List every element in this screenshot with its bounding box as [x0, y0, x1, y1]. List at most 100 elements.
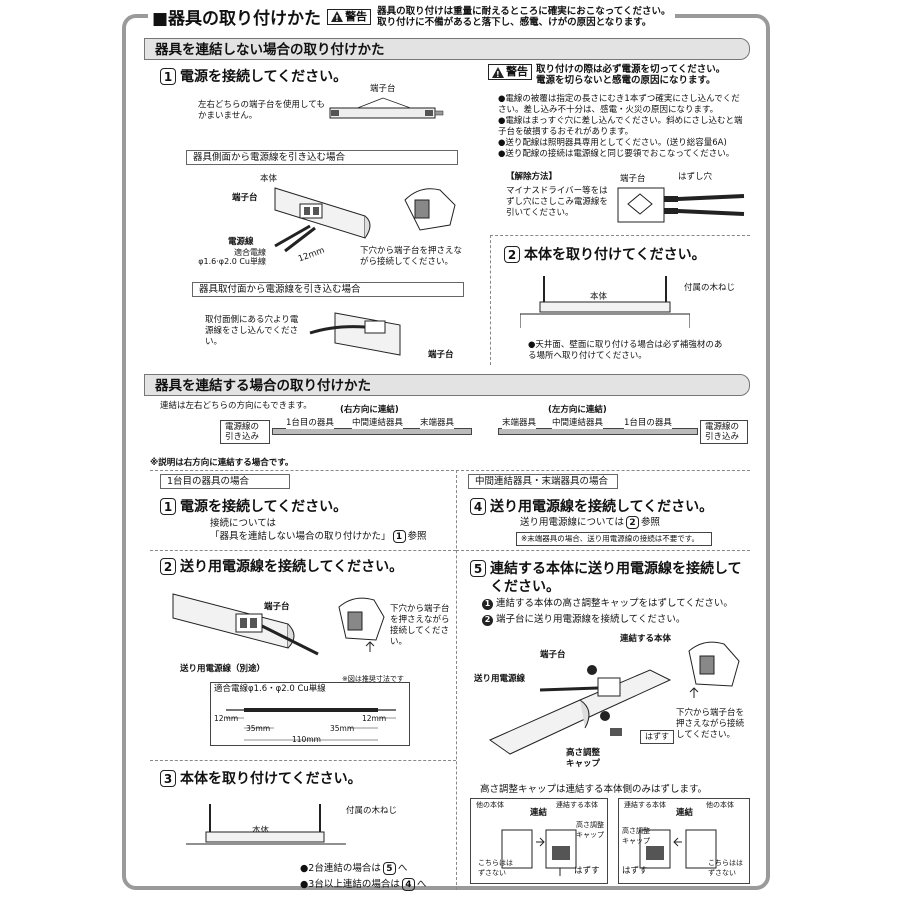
- header-warning-text: 器具の取り付けは重量に耐えるところに確実におこなってください。 取り付けに不備が…: [377, 5, 671, 28]
- screw-label: 付属の木ねじ: [684, 283, 736, 293]
- either-dir-note: 連結は左右どちらの方向にもできます。: [160, 401, 312, 411]
- mount-entry-illustration: [309, 312, 401, 356]
- mm12-right: 12mm: [362, 714, 387, 723]
- terminal-label-5: 端子台: [540, 650, 566, 660]
- middle-unit-label: 中間連結器具: [352, 418, 404, 429]
- header: ■器具の取り付けかた 警告 器具の取り付けは重量に耐えるところに確実におこなって…: [148, 4, 675, 29]
- release-terminal-label: 端子台: [620, 174, 646, 184]
- d2-keep-label: こちらははずさない: [708, 859, 743, 877]
- side-entry-box: 器具側面から電源線を引き込む場合: [186, 150, 458, 165]
- bullet-item: ●電線はまっすぐ穴に差し込んでください。斜めにさし込むと端子台を破損するおそれが…: [498, 116, 743, 137]
- power-in-box-2: 電源線の引き込み: [700, 420, 748, 444]
- middle-unit-label-2: 中間連結器具: [552, 418, 604, 429]
- d1-other-label: 他の本体: [476, 801, 504, 809]
- warning-badge: 警告: [327, 8, 372, 26]
- divider: [456, 550, 750, 551]
- divider: [456, 470, 457, 890]
- release-title: 【解除方法】: [506, 172, 558, 182]
- feed-wire-label: 送り用電源線（別途）: [180, 664, 266, 674]
- d1-drawing: [501, 829, 577, 876]
- hand-press-illustration: [404, 188, 456, 231]
- screw-label-2: 付属の木ねじ: [346, 806, 398, 816]
- d2-remove-label: はずす: [622, 866, 648, 876]
- divider: [150, 760, 456, 761]
- bullet-item: ●電線の被覆は指定の長さにむき1本ずつ確実にさし込んでください。差し込み不十分は…: [498, 94, 740, 115]
- page-title: ■器具の取り付けかた: [152, 9, 322, 29]
- terminal-label-3: 端子台: [428, 350, 454, 360]
- feed-wire-illustration: [172, 593, 319, 656]
- ceiling-note: ●天井面、壁面に取り付ける場合は必ず補強材のある場所へ取り付けてください。: [528, 340, 723, 361]
- hand-press-illustration-3: [688, 641, 740, 698]
- bullet-item: ●送り配線の接続は電源線と同じ要領でおこなってください。: [498, 149, 735, 159]
- s2-step5-title: 5 連結する本体に送り用電源線を接続してください。: [470, 560, 742, 596]
- push-note-3: 下穴から端子台を押さえながら接続してください。: [676, 708, 745, 740]
- end-unit-label: 末端器具: [420, 418, 455, 429]
- mm35-right: 35mm: [330, 724, 355, 733]
- terminal-label-4: 端子台: [264, 602, 290, 612]
- push-note-2: 下穴から端子台を押さえながら接続してください。: [390, 604, 450, 647]
- mm110: 110mm: [292, 735, 321, 744]
- divider: [150, 550, 456, 551]
- wire-dim-box: [210, 682, 410, 746]
- mm12-left: 12mm: [214, 714, 239, 723]
- feed-wire-label-2: 送り用電源線: [474, 674, 526, 684]
- wire-label: 電源線: [228, 237, 254, 247]
- d1-connect-label: 連結: [530, 808, 548, 818]
- connect-body-label: 連結する本体: [620, 634, 672, 644]
- right-dir-label: (右方向に連結): [340, 405, 399, 415]
- either-side-note: 左右どちらの端子台を使用してもかまいません。: [198, 100, 325, 121]
- body-label-3: 本体: [252, 826, 270, 836]
- connect-illustration: [488, 665, 672, 755]
- s2-step4-box: ※末端器具の場合、送り用電源線の接続は不要です。: [516, 532, 712, 546]
- end-unit-label-2: 末端器具: [502, 418, 537, 429]
- warning-badge-2: 警告: [488, 64, 532, 82]
- mm35-left: 35mm: [246, 724, 271, 733]
- flow-bar-left: [498, 428, 698, 435]
- mount-body-illustration: [520, 276, 690, 328]
- terminal-label: 端子台: [370, 84, 396, 94]
- warning-icon: [331, 11, 344, 26]
- fixture-top-illustration: [329, 97, 444, 119]
- cap-label: 高さ調整キャップ: [566, 748, 601, 769]
- d2-other-label: 他の本体: [706, 801, 734, 809]
- power-in-box: 電源線の引き込み: [220, 420, 270, 444]
- warning-icon-2: [492, 66, 504, 82]
- explain-note: ※説明は右方向に連結する場合です。: [150, 458, 294, 468]
- first-unit-label-2: 1台目の器具: [624, 418, 672, 429]
- hand-press-illustration-2: [338, 597, 385, 652]
- terminal-label-2: 端子台: [232, 193, 258, 203]
- step-marker-2: 2: [482, 614, 493, 626]
- d2-connect-label: 連結: [676, 808, 694, 818]
- body-label: 本体: [260, 174, 278, 184]
- wire-spec-2: 適合電線φ1.6・φ2.0 Cu単線: [214, 684, 326, 694]
- cap-diagram-1: [470, 798, 608, 884]
- wire-spec: 適合電線 φ1.6·φ2.0 Cu単線: [198, 248, 266, 266]
- cap-note: 高さ調整キャップは連結する本体側のみはずします。: [480, 784, 708, 795]
- d1-keep-label: こちらははずさない: [478, 859, 513, 877]
- wire-dimension-drawing: [226, 708, 396, 741]
- d2-cap-label: 高さ調整キャップ: [622, 827, 650, 845]
- step-marker-1: 1: [482, 598, 493, 610]
- first-unit-label: 1台目の器具: [286, 418, 334, 429]
- mount-entry-box: 器具取付面から電源線を引き込む場合: [192, 282, 464, 297]
- mount-body-illustration-2: [186, 804, 346, 845]
- section-title-link: 器具を連結する場合の取り付けかた: [144, 374, 750, 396]
- side-entry-illustration: [274, 187, 371, 253]
- cap-diagram-2: [618, 798, 750, 884]
- actual-size-note: ※図は推奨寸法です: [342, 675, 404, 683]
- d1-body-label: 連結する本体: [556, 801, 598, 809]
- divider: [490, 235, 491, 365]
- s1-warning: 警告 取り付けの際は必ず電源を切ってください。 電源を切らないと感電の原因になり…: [488, 64, 725, 86]
- flow-bar-right: [272, 428, 472, 435]
- release-illustration: [617, 187, 745, 223]
- release-text: マイナスドライバー等をはずし穴にさしこみ電源線を引いてください。: [506, 186, 608, 218]
